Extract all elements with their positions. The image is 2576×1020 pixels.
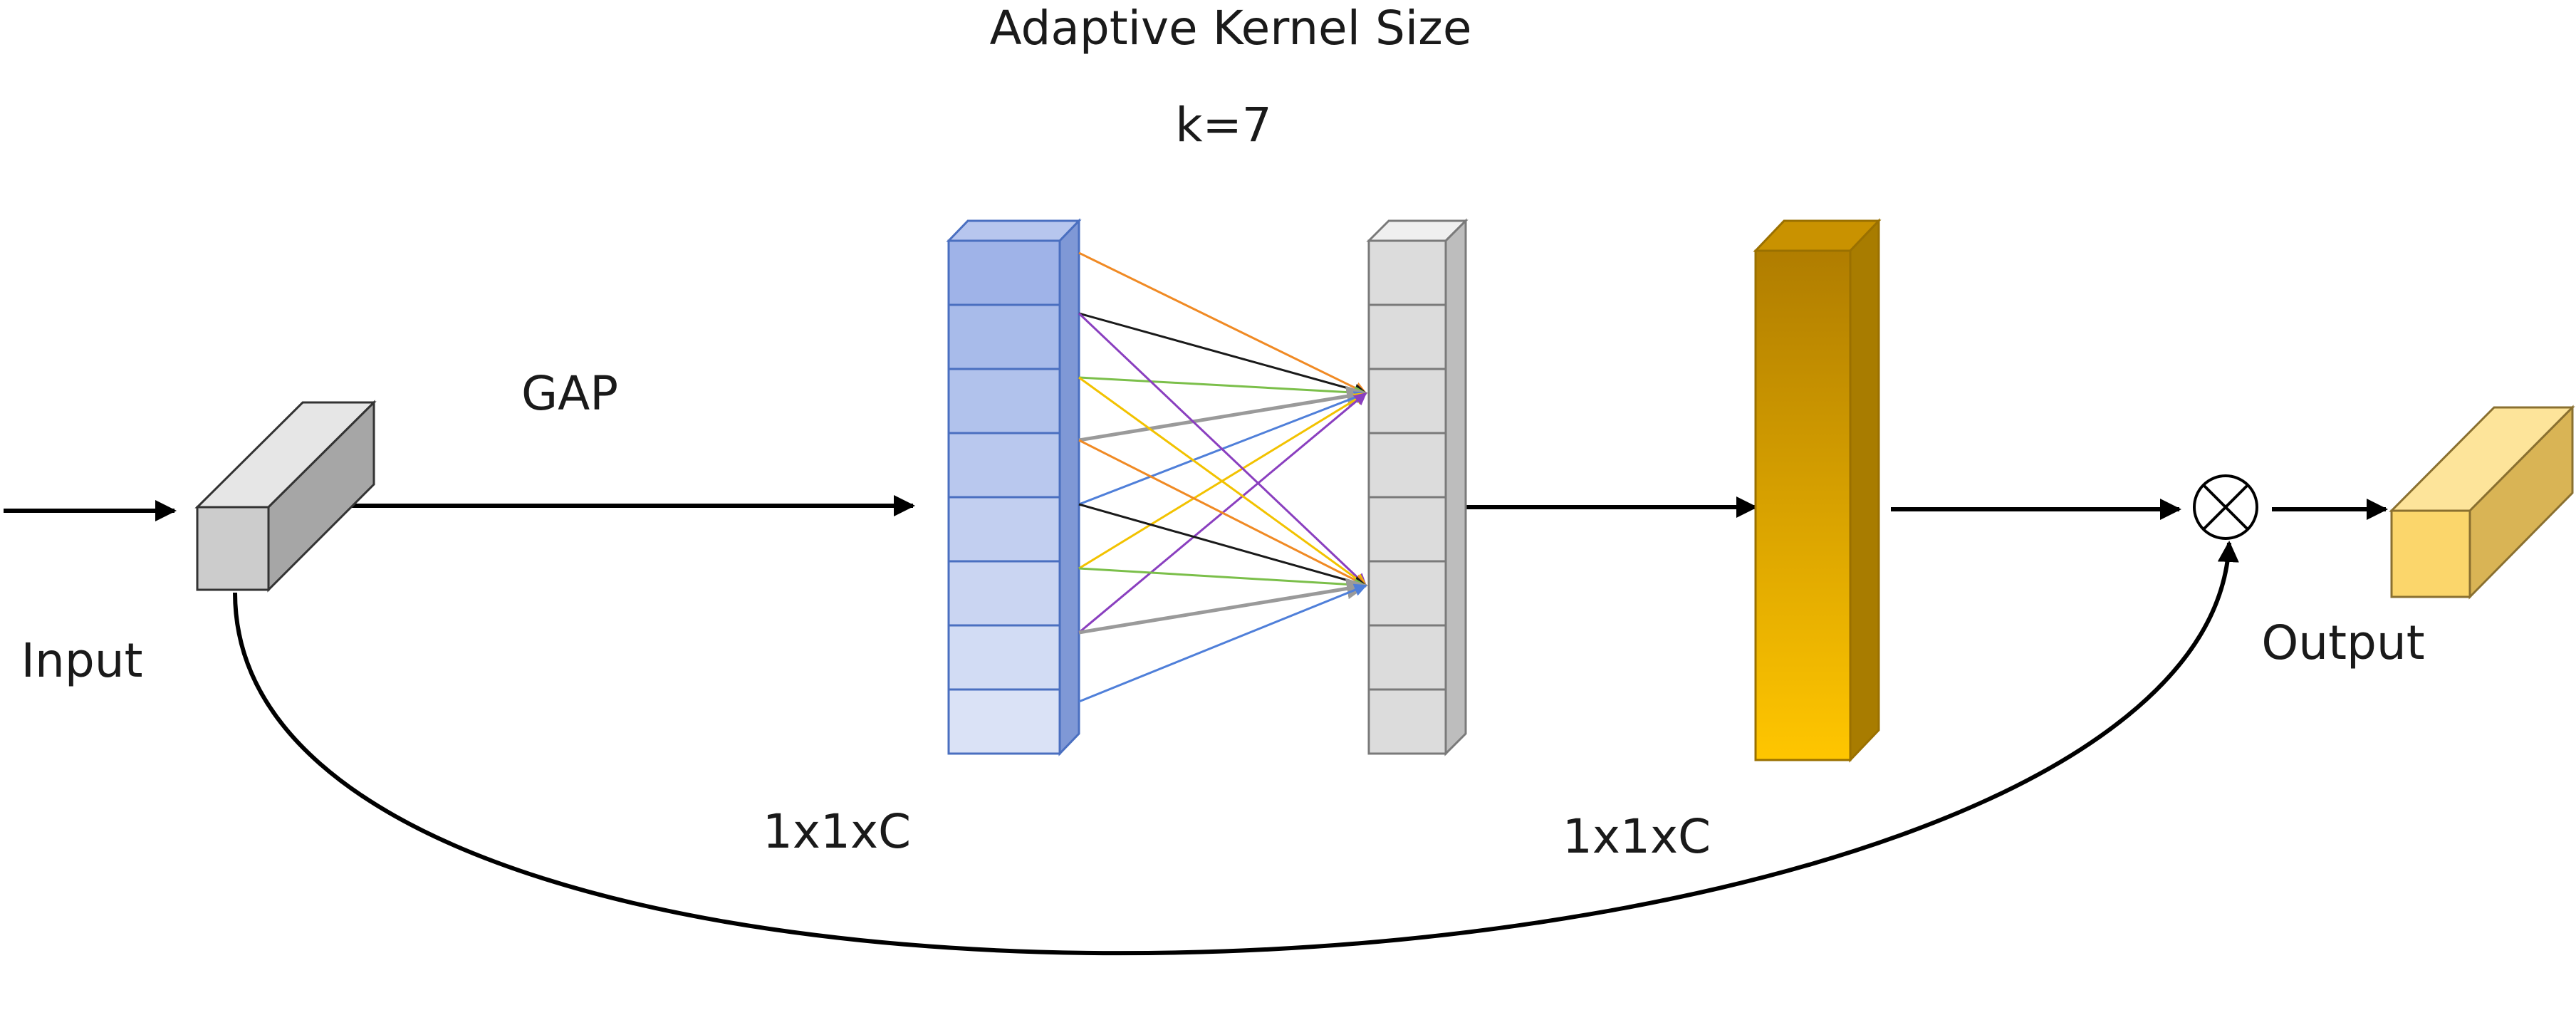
output-cell	[1367, 303, 1447, 370]
output-cell	[1367, 496, 1447, 563]
gap-channel-stack	[946, 218, 1082, 756]
skip-connection-curve	[233, 541, 2239, 956]
gap-label: GAP	[521, 366, 618, 421]
conv-output-stack	[1366, 218, 1469, 756]
channel-cell	[947, 303, 1061, 370]
output-cell	[1367, 688, 1447, 755]
conv-connections	[1078, 251, 1368, 703]
input-label: Input	[21, 633, 143, 688]
output-cell	[1367, 624, 1447, 691]
title-label: Adaptive Kernel Size	[990, 1, 1472, 56]
channel-cell	[947, 496, 1061, 563]
output-label: Output	[2261, 615, 2424, 670]
channel-cell	[947, 239, 1061, 306]
channel-cell	[947, 368, 1061, 434]
kernel-size-label: k=7	[1175, 98, 1272, 152]
dim-label-left: 1x1xC	[763, 804, 911, 859]
channel-cell	[947, 432, 1061, 499]
dim-label-right: 1x1xC	[1563, 809, 1711, 864]
channel-cell	[947, 688, 1061, 755]
channel-cell	[947, 560, 1061, 627]
multiply-operator	[2193, 474, 2258, 540]
output-feature-block	[2389, 405, 2575, 600]
output-cell	[1367, 239, 1447, 306]
channel-cell	[947, 624, 1061, 691]
input-feature-block	[194, 400, 377, 593]
channel-weights-bar	[1753, 218, 1882, 763]
output-cell	[1367, 560, 1447, 627]
output-cell	[1367, 368, 1447, 434]
output-cell	[1367, 432, 1447, 499]
